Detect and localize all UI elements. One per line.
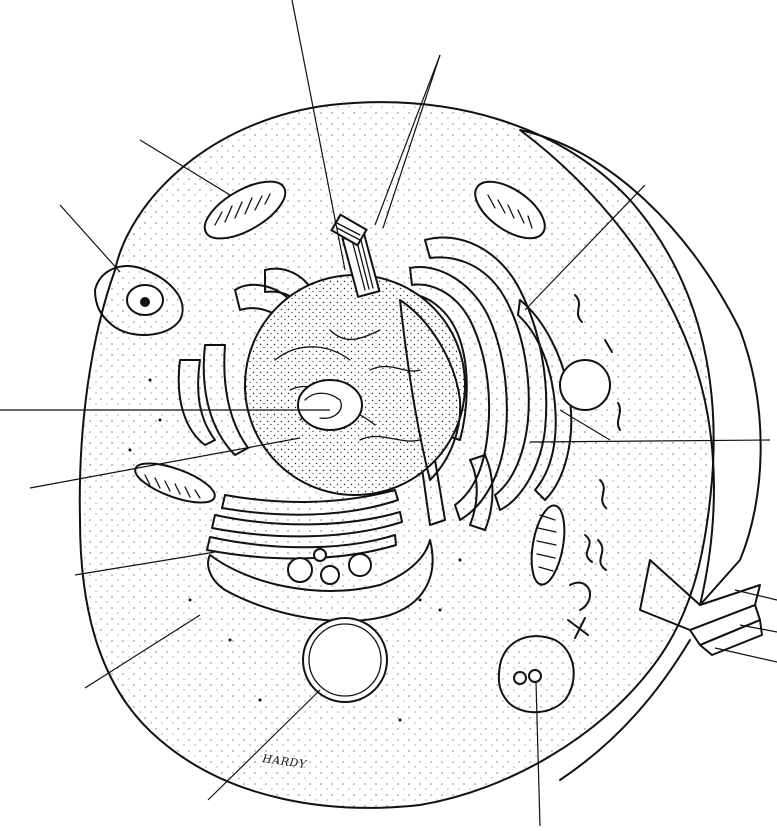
nucleolus — [298, 380, 362, 430]
leader-line-membrane-2 — [740, 625, 777, 632]
membrane-ribbon-layer-3 — [700, 620, 762, 655]
nucleus — [245, 275, 465, 495]
vacuole — [303, 618, 387, 702]
leader-line-vesicle-upper-left — [60, 205, 120, 272]
leader-line-membrane-3 — [715, 648, 777, 662]
